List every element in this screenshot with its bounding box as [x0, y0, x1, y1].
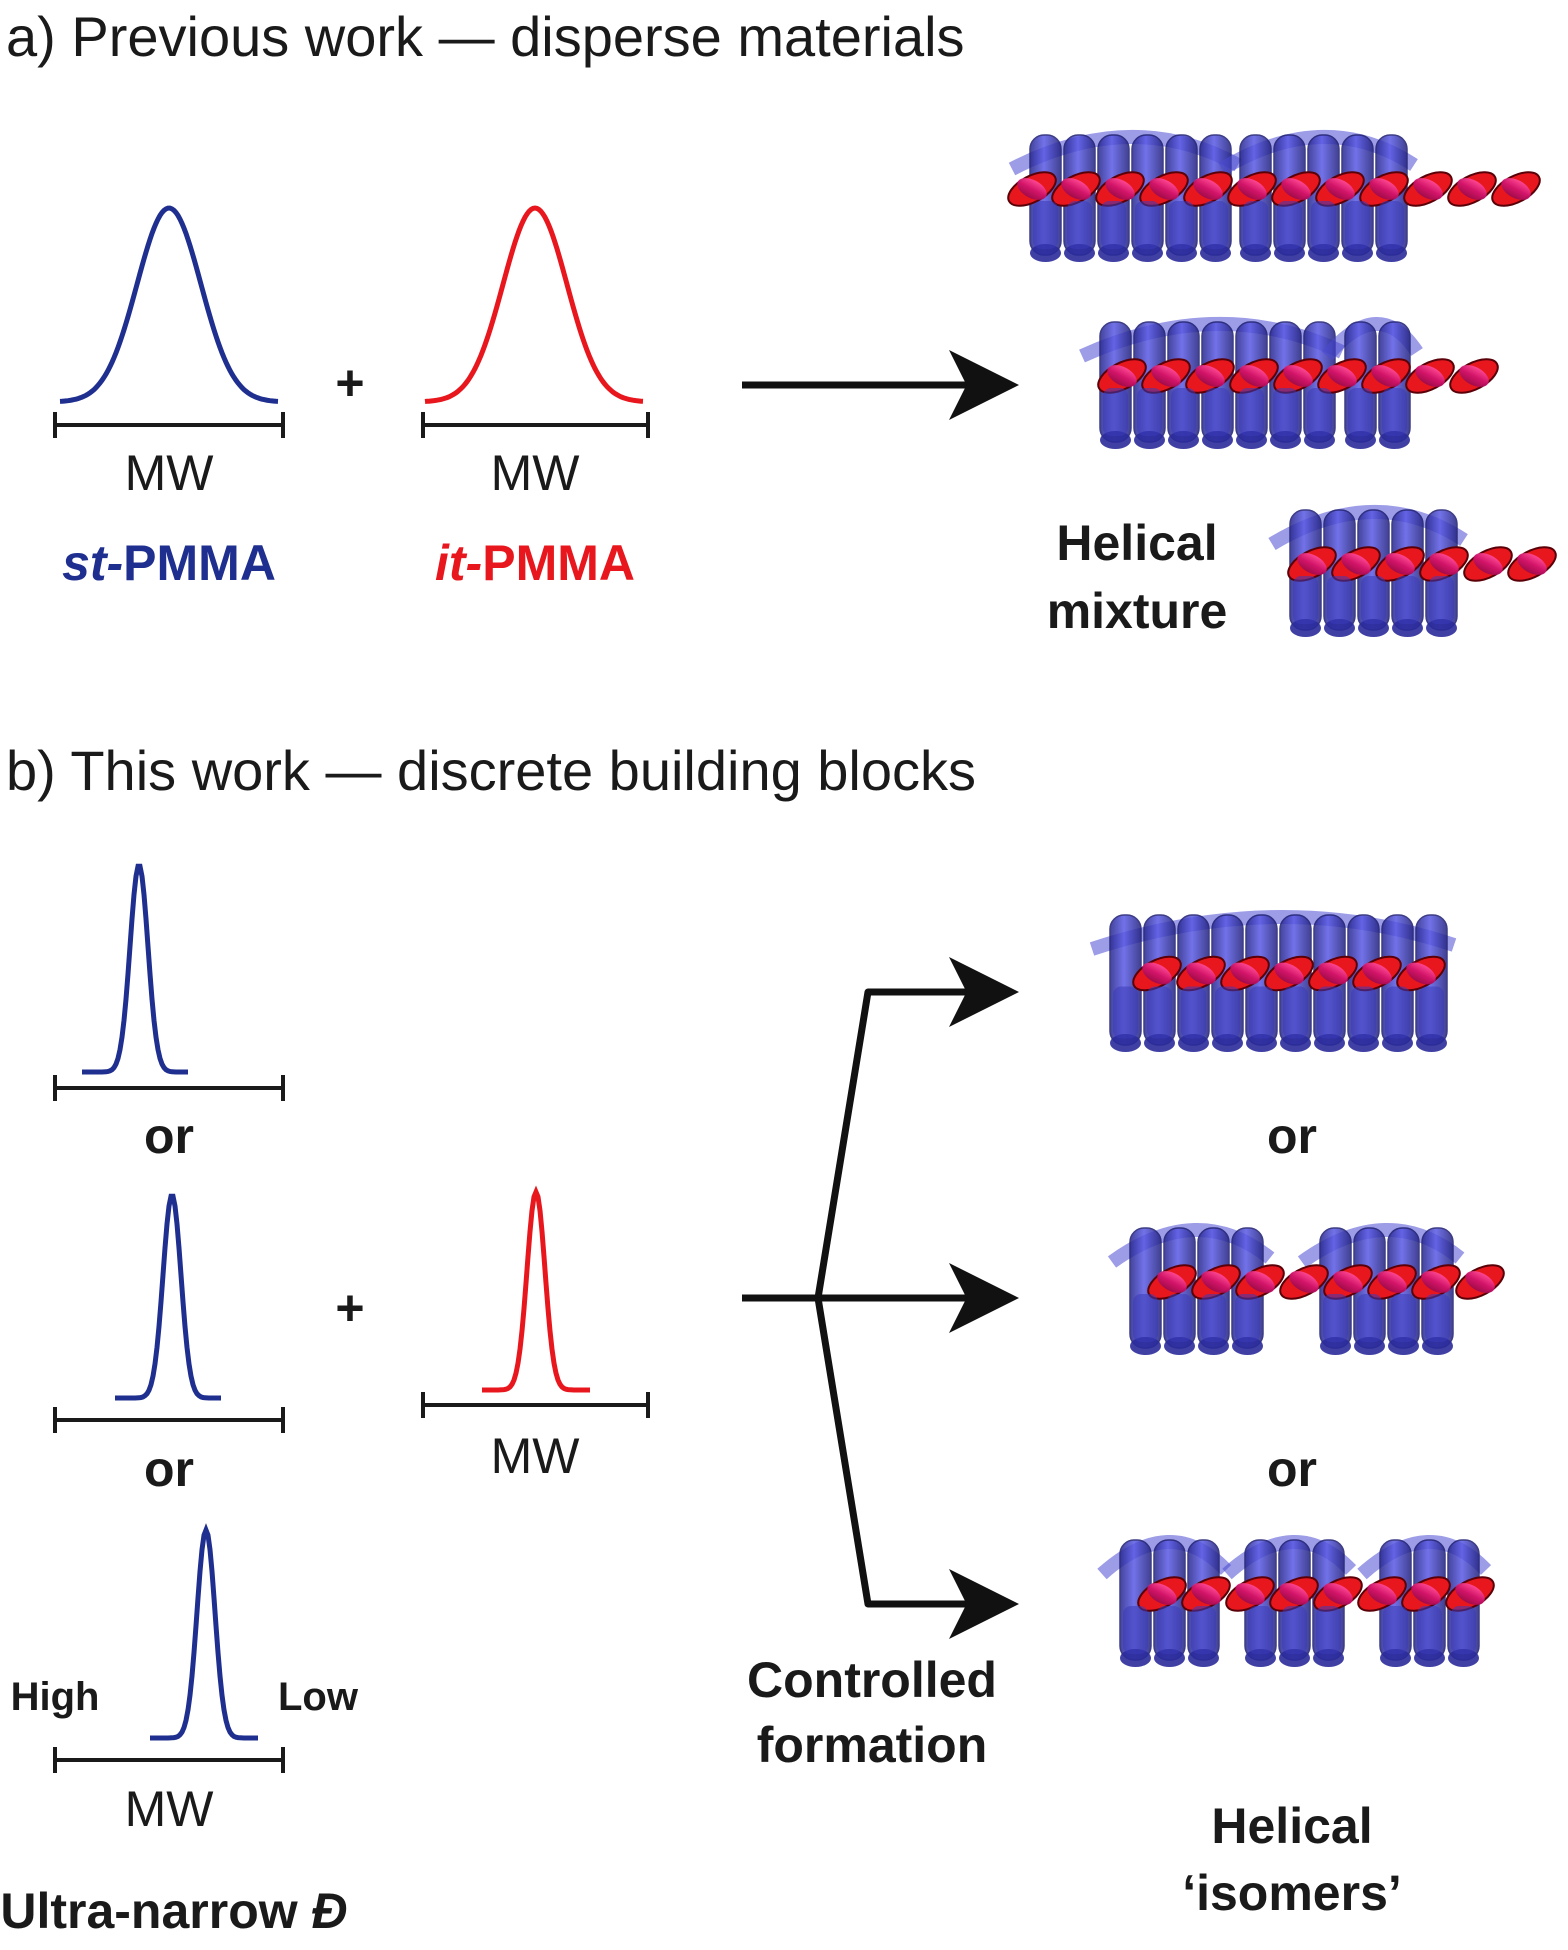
- panel-a-heading: a) Previous work — disperse materials: [6, 5, 965, 68]
- double-helix-icon: [1089, 910, 1457, 1052]
- panel-a-plus: +: [335, 355, 364, 411]
- controlled-line2: formation: [757, 1717, 988, 1773]
- double-helix-icon: [1268, 505, 1557, 637]
- it-pmma-axis: [421, 412, 650, 438]
- it-pmma-curve: [424, 205, 644, 404]
- helical-mixture-line1: Helical: [1056, 515, 1217, 571]
- right-arrow-icon: [814, 957, 1019, 1299]
- st-narrow-distribution-3: [53, 1523, 285, 1773]
- it-pmma-label: it-PMMA: [435, 535, 635, 591]
- left-or-2: or: [144, 1441, 194, 1497]
- it-pmma-axis-label: MW: [491, 445, 581, 501]
- it-axis-label: MW: [491, 1428, 581, 1484]
- double-helix-icon: [1079, 316, 1499, 449]
- panel-b-plus: +: [335, 1280, 364, 1336]
- st-pmma-axis: [53, 412, 285, 438]
- it-narrow-distribution: [421, 1185, 650, 1418]
- it-name: PMMA: [482, 535, 635, 591]
- dispersity-prefix: Ultra-narrow: [0, 1883, 311, 1939]
- dispersity-symbol: Đ: [312, 1883, 348, 1939]
- it-pmma-distribution: MW: [421, 205, 650, 501]
- st-name: PMMA: [123, 535, 276, 591]
- right-or-1: or: [1267, 1108, 1317, 1164]
- st-prefix: st-: [62, 535, 123, 591]
- st-pmma-axis-label: MW: [125, 445, 215, 501]
- st-pmma-curve: [59, 205, 279, 404]
- st-pmma-distribution: MW: [53, 205, 285, 501]
- helical-isomers-line1: Helical: [1211, 1798, 1372, 1854]
- st-pmma-label: st-PMMA: [62, 535, 276, 591]
- branching-arrows: [742, 957, 1019, 1639]
- double-helix-icon: [1007, 130, 1541, 262]
- controlled-line1: Controlled: [747, 1652, 997, 1708]
- dispersity-label: Ultra-narrow Đ: [0, 1883, 347, 1939]
- helical-isomers-line2: ‘isomers’: [1182, 1865, 1402, 1921]
- st-axis-label: MW: [125, 1781, 215, 1837]
- double-helix-icon: [1097, 1535, 1495, 1667]
- helical-mixture-line2: mixture: [1047, 583, 1228, 639]
- high-mw-label: High: [11, 1675, 100, 1719]
- double-helix-icon: [1107, 1223, 1505, 1355]
- panel-b-heading: b) This work — discrete building blocks: [6, 739, 976, 802]
- low-mw-label: Low: [278, 1675, 359, 1719]
- left-or-1: or: [144, 1108, 194, 1164]
- right-or-2: or: [1267, 1441, 1317, 1497]
- st-narrow-distribution-2: [53, 1193, 285, 1433]
- st-narrow-distribution-1: [53, 863, 285, 1101]
- right-arrow-icon: [814, 1297, 1019, 1639]
- it-prefix: it-: [435, 535, 482, 591]
